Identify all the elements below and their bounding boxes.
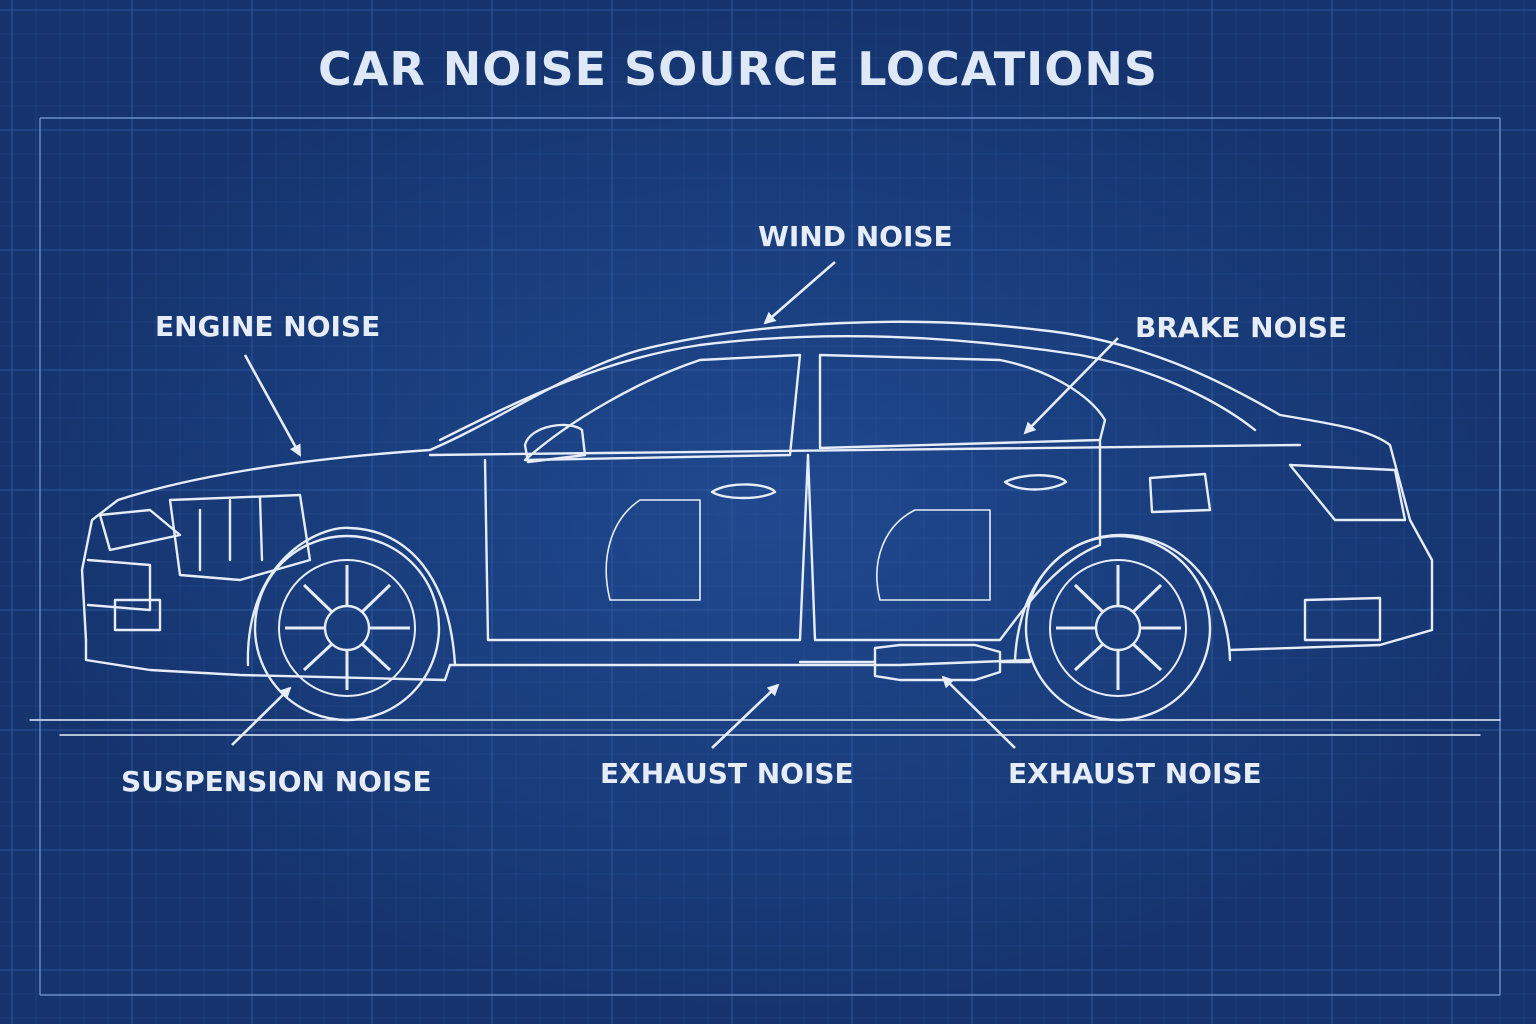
wind-noise-label: WIND NOISE bbox=[758, 220, 953, 253]
engine-noise-label: ENGINE NOISE bbox=[155, 310, 381, 343]
rear-bumper-detail bbox=[1303, 596, 1382, 642]
ground-line bbox=[29, 719, 1501, 736]
brake-noise-arrow bbox=[1023, 337, 1119, 435]
front-wheel-arch bbox=[246, 526, 457, 667]
exhaust-noise-rear-label: EXHAUST NOISE bbox=[1008, 757, 1262, 790]
rear-door-handle bbox=[1003, 474, 1068, 491]
fuel-door bbox=[1148, 472, 1212, 514]
engine-noise-arrow bbox=[243, 354, 302, 457]
engine-block bbox=[168, 493, 312, 582]
side-mirror bbox=[523, 423, 587, 464]
belt-line bbox=[428, 443, 1302, 457]
catalytic-converter bbox=[873, 643, 1002, 682]
rear-wheel bbox=[1024, 534, 1212, 722]
suspension-noise-arrow bbox=[231, 686, 292, 746]
exhaust-noise-rear-arrow bbox=[941, 675, 1016, 749]
rear-door-outline bbox=[806, 438, 1102, 642]
front-grille bbox=[86, 558, 152, 612]
front-window-frame bbox=[523, 353, 802, 462]
diagram-title: CAR NOISE SOURCE LOCATIONS bbox=[317, 42, 1159, 96]
fog-light bbox=[113, 598, 162, 632]
wind-noise-arrow bbox=[763, 261, 836, 325]
rear-wheel-arch bbox=[1013, 533, 1232, 662]
tail-light bbox=[1288, 463, 1407, 522]
suspension-noise-label: SUSPENSION NOISE bbox=[121, 765, 432, 798]
exhaust-noise-mid-arrow bbox=[711, 683, 780, 749]
car-rocker bbox=[84, 638, 1032, 682]
front-door-outline bbox=[483, 453, 810, 642]
front-wheel bbox=[253, 534, 441, 722]
front-door-handle bbox=[710, 483, 777, 500]
exhaust-noise-mid-label: EXHAUST NOISE bbox=[600, 757, 854, 790]
brake-noise-label: BRAKE NOISE bbox=[1135, 311, 1348, 344]
headlight bbox=[98, 508, 182, 552]
front-seat bbox=[605, 499, 701, 601]
car-roof-line bbox=[438, 335, 1257, 442]
rear-seat bbox=[876, 509, 991, 601]
rear-window-frame bbox=[818, 353, 1107, 450]
car-body-outline bbox=[80, 320, 1434, 652]
